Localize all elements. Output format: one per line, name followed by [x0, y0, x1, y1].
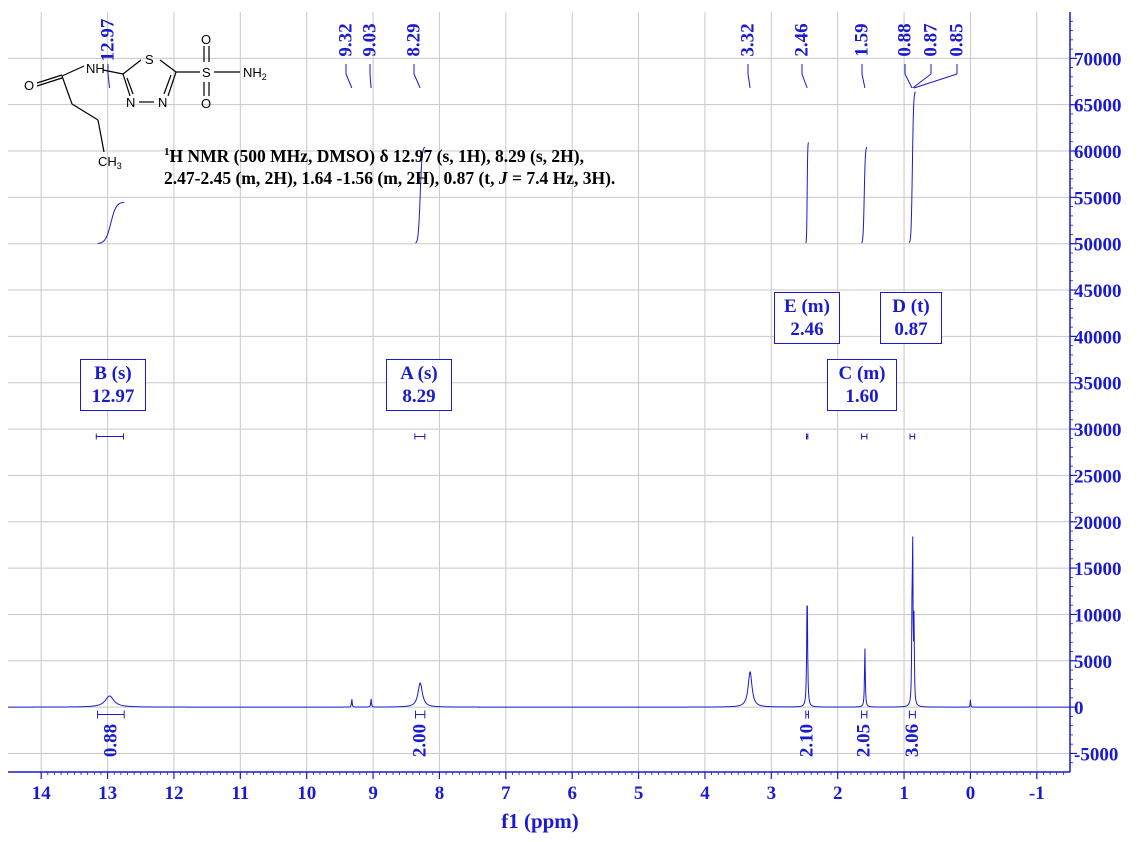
- x-tick-label: 8: [435, 783, 445, 804]
- x-tick-label: 9: [368, 783, 378, 804]
- peak-label: 0.87: [921, 23, 942, 57]
- x-tick-label: 12: [164, 783, 183, 804]
- x-tick-label: 11: [231, 783, 249, 804]
- atom-o-top: O: [201, 32, 211, 47]
- peak-label: 2.46: [792, 23, 813, 56]
- y-tick-label: 10000: [1074, 605, 1122, 626]
- y-tick-label: 25000: [1074, 466, 1122, 487]
- multiplet-label-c: C (m)1.60: [827, 359, 897, 411]
- x-axis-label: f1 (ppm): [501, 809, 579, 833]
- y-tick-label: 55000: [1074, 188, 1122, 209]
- y-tick-label: 35000: [1074, 374, 1122, 395]
- x-tick-label: 14: [32, 783, 52, 804]
- peak-label: 3.32: [738, 23, 759, 56]
- multiplet-label-b: B (s)12.97: [80, 359, 146, 411]
- peak-label: 9.32: [336, 23, 357, 56]
- molecule-labels: O NH S N N S O O NH2 CH3: [24, 32, 267, 171]
- atom-nh2: NH2: [243, 65, 267, 82]
- assignment-line-1: 1H NMR (500 MHz, DMSO) δ 12.97 (s, 1H), …: [164, 145, 584, 166]
- multiplet-range-bars: [95, 433, 916, 440]
- y-tick-label: 60000: [1074, 142, 1122, 163]
- atom-o-bottom: O: [201, 96, 211, 111]
- x-tick-label: 4: [700, 783, 710, 804]
- y-tick-label: 65000: [1074, 96, 1122, 117]
- nmr-assignment-text: 1H NMR (500 MHz, DMSO) δ 12.97 (s, 1H), …: [164, 141, 615, 189]
- peak-label-leader: [107, 73, 111, 89]
- peak-label-leader: [801, 73, 808, 89]
- integral-curves: [97, 91, 916, 244]
- integral-value: 2.10: [797, 724, 818, 757]
- peak-label: 8.29: [404, 23, 425, 56]
- y-tick-label: 70000: [1074, 49, 1122, 70]
- multiplet-label-e: E (m)2.46: [774, 292, 840, 344]
- x-tick-label: 10: [297, 783, 316, 804]
- integral-curve: [97, 201, 125, 244]
- peak-label-leader: [345, 73, 353, 89]
- integral-value: 2.00: [410, 724, 431, 757]
- peak-label-leader: [861, 73, 866, 89]
- integral-labels: 0.88 2.00 2.10 2.05 3.06: [97, 710, 923, 757]
- x-tick-label: 7: [501, 783, 511, 804]
- peak-label-leader: [912, 73, 932, 89]
- y-tick-label: 50000: [1074, 235, 1122, 256]
- x-tick-label: 13: [98, 783, 117, 804]
- multiplet-label-a: A (s)8.29: [386, 359, 452, 411]
- peak-label: 12.97: [98, 18, 119, 61]
- y-tick-label: -5000: [1074, 744, 1118, 765]
- y-tick-label: 40000: [1074, 327, 1122, 348]
- integral-value: 0.88: [100, 724, 121, 757]
- x-tick-label: -1: [1029, 783, 1045, 804]
- integral-value: 2.05: [854, 724, 875, 757]
- atom-s-sulfonyl: S: [202, 65, 211, 80]
- integral-curve: [908, 91, 916, 243]
- peak-label-leader: [904, 73, 913, 89]
- integral-curve: [861, 146, 868, 244]
- y-tick-label: 20000: [1074, 513, 1122, 534]
- peak-label: 0.88: [895, 23, 916, 56]
- integral-curve: [415, 146, 426, 244]
- y-tick-label: 5000: [1074, 652, 1112, 673]
- x-tick-label: 2: [833, 783, 843, 804]
- atom-o: O: [24, 78, 34, 93]
- assignment-line-2: 2.47-2.45 (m, 2H), 1.64 -1.56 (m, 2H), 0…: [164, 167, 616, 188]
- peak-label: 9.03: [360, 23, 381, 56]
- integral-value: 3.06: [902, 724, 923, 757]
- y-tick-label: 0: [1074, 698, 1084, 719]
- peak-label-leader: [369, 73, 372, 89]
- multiplet-label-d: D (t)0.87: [880, 292, 942, 344]
- atom-ch3: CH3: [98, 154, 122, 171]
- peak-label-leader: [413, 73, 421, 89]
- atom-n-ring-1: N: [126, 95, 135, 110]
- integral-curve: [805, 142, 809, 244]
- x-tick-label: 1: [899, 783, 909, 804]
- peak-label: 1.59: [852, 23, 873, 56]
- x-tick-label: 3: [767, 783, 777, 804]
- spectrum-trace: [8, 536, 1070, 708]
- y-tick-label: 30000: [1074, 420, 1122, 441]
- molecule-structure: [36, 46, 240, 153]
- x-tick-label: 6: [567, 783, 577, 804]
- atom-nh: NH: [86, 61, 105, 76]
- peak-label-leader: [747, 73, 751, 89]
- x-tick-label: 5: [634, 783, 644, 804]
- peak-label-leader: [913, 73, 958, 89]
- grid-lines: [8, 12, 1070, 772]
- peak-label: 0.85: [947, 23, 968, 56]
- atom-s-ring: S: [145, 52, 154, 67]
- y-tick-label: 45000: [1074, 281, 1122, 302]
- y-tick-label: 15000: [1074, 559, 1122, 580]
- x-tick-label: 0: [966, 783, 976, 804]
- atom-n-ring-2: N: [158, 95, 167, 110]
